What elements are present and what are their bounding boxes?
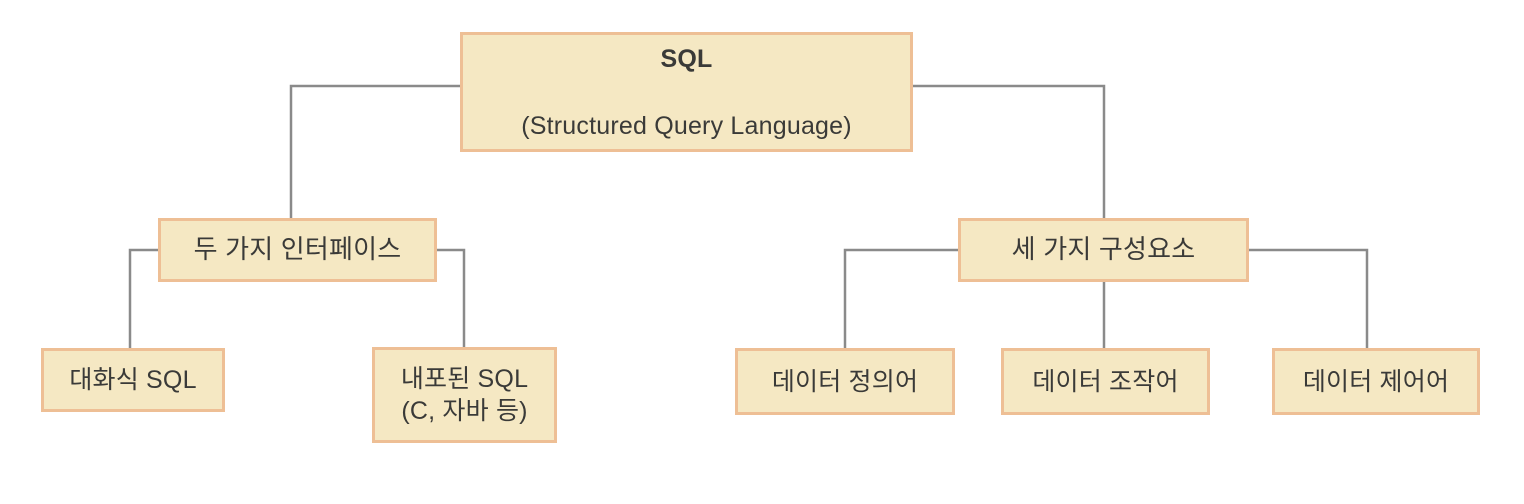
node-sql-root-title: SQL <box>660 44 713 73</box>
node-sql-root-subtitle: (Structured Query Language) <box>521 111 852 140</box>
edge-interfaces-to-embedded-sql <box>435 248 466 349</box>
node-data-control-language[interactable]: 데이터 제어어 <box>1272 348 1480 415</box>
node-three-components-label: 세 가지 구성요소 <box>1011 234 1196 265</box>
node-sql-root[interactable]: SQL (Structured Query Language) <box>460 32 913 152</box>
edge-root-to-components <box>911 84 1106 220</box>
node-interactive-sql-label: 대화식 SQL <box>69 366 197 394</box>
edge-interfaces-to-interactive-sql <box>128 248 160 350</box>
node-data-definition-language-label: 데이터 정의어 <box>771 367 919 396</box>
node-two-interfaces[interactable]: 두 가지 인터페이스 <box>158 218 437 282</box>
edge-components-to-dcl <box>1247 248 1369 350</box>
node-data-control-language-label: 데이터 제어어 <box>1302 367 1450 396</box>
node-three-components[interactable]: 세 가지 구성요소 <box>958 218 1249 282</box>
node-data-manipulation-language-label: 데이터 조작어 <box>1032 367 1179 396</box>
node-interactive-sql[interactable]: 대화식 SQL <box>41 348 225 412</box>
edge-root-to-interfaces <box>289 84 462 220</box>
node-data-manipulation-language[interactable]: 데이터 조작어 <box>1001 348 1210 415</box>
node-sql-root-text: SQL (Structured Query Language) <box>515 11 858 174</box>
node-data-definition-language[interactable]: 데이터 정의어 <box>735 348 955 415</box>
node-two-interfaces-label: 두 가지 인터페이스 <box>193 234 402 265</box>
edge-components-to-ddl <box>843 248 960 350</box>
node-embedded-sql-label: 내포된 SQL (C, 자바 등) <box>400 365 529 425</box>
node-embedded-sql[interactable]: 내포된 SQL (C, 자바 등) <box>372 347 557 443</box>
